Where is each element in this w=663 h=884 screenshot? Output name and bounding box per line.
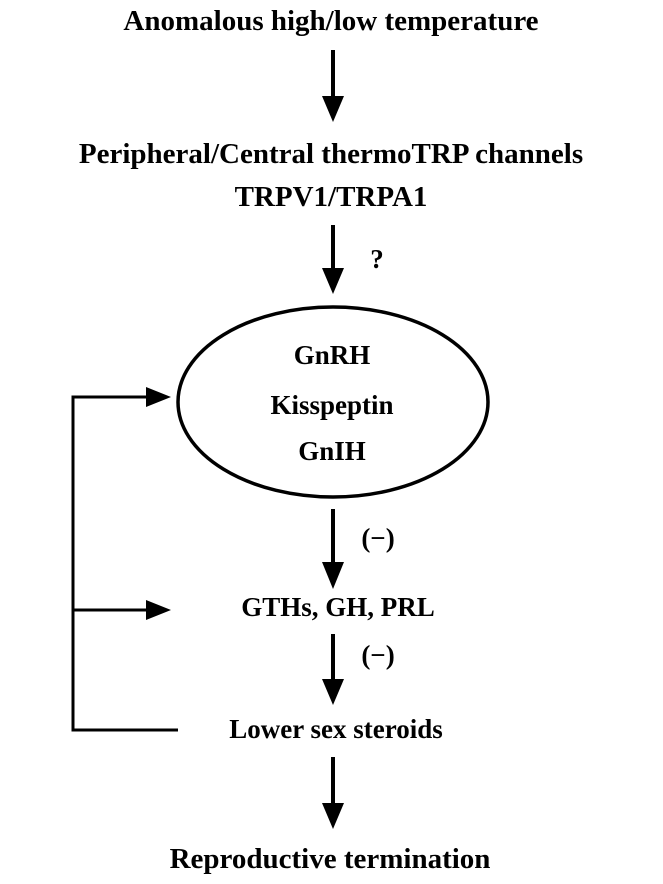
steroids-label: Lower sex steroids [229, 714, 442, 744]
arrow-channels-to-hypothalamus [322, 225, 344, 294]
feedback-loop [71, 387, 178, 732]
inhibit-mark-2: (−) [361, 640, 394, 670]
hypothalamus-ellipse [176, 305, 490, 499]
hormone-gnih: GnIH [298, 436, 366, 466]
arrow-hypothalamus-to-pituitary [322, 509, 344, 589]
pituitary-label: GTHs, GH, PRL [241, 592, 435, 622]
channels-label-line1: Peripheral/Central thermoTRP channels [79, 138, 583, 170]
hormone-gnrh: GnRH [294, 340, 371, 370]
uncertain-mark: ? [370, 244, 384, 274]
trigger-label: Anomalous high/low temperature [123, 5, 538, 37]
arrow-steroids-to-outcome [322, 757, 344, 829]
arrow-trigger-to-channels [322, 50, 344, 122]
arrow-pituitary-to-steroids [322, 634, 344, 705]
hormone-kisspeptin: Kisspeptin [270, 390, 393, 420]
inhibit-mark-1: (−) [361, 523, 394, 553]
channels-label-line2: TRPV1/TRPA1 [235, 181, 428, 213]
outcome-label: Reproductive termination [170, 843, 491, 875]
